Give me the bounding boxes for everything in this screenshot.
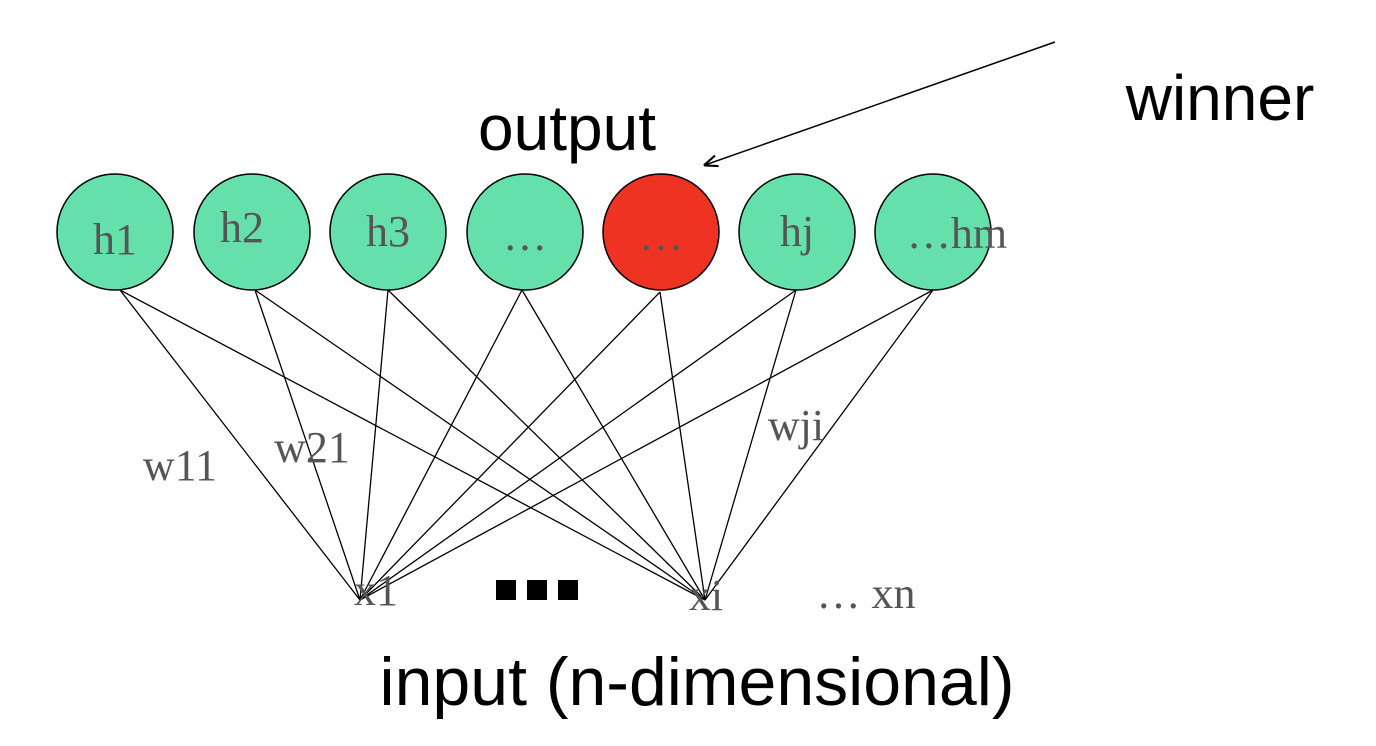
output-nodes: h1 h2 h3 … … hj …hm [56,173,1007,291]
edge-h4-x2 [521,289,706,601]
winner-arrow [705,41,1056,165]
node-circle [56,173,174,291]
output-label: output [478,92,656,164]
node-label: … [503,211,547,260]
input-label-xi: xi [689,571,723,620]
weight-label-wji: wji [768,401,824,450]
node-circle [602,173,720,291]
node-label: …hm [907,209,1007,258]
node-circle [329,173,447,291]
output-node: h2 [193,173,311,291]
output-node: … [466,173,584,291]
edge-h6-x1 [359,289,797,601]
edge-h2-x2 [254,289,706,601]
edge-h4-x1 [359,289,523,601]
input-label: input (n-dimensional) [380,644,1015,720]
output-node: hj [738,173,856,291]
node-label: h1 [93,215,137,264]
edge-h1-x1 [119,289,361,601]
node-circle [466,173,584,291]
connection-edges [119,289,934,601]
edge-h7-x2 [704,289,934,601]
winner-label: winner [1125,62,1315,134]
edge-h5-x2 [659,291,706,601]
node-circle [738,173,856,291]
input-ellipsis [496,580,578,600]
output-node: h1 [56,173,174,291]
output-node: h3 [329,173,447,291]
input-label-x1: x1 [354,566,398,615]
node-circle [874,173,992,291]
output-node-winner: … [602,173,720,291]
node-label: h3 [366,207,410,256]
edge-h6-x2 [704,289,797,601]
edge-h3-x2 [387,289,706,601]
node-label: hj [780,207,814,256]
edge-h2-x1 [254,289,361,601]
node-label: … [639,211,683,260]
weight-label-w11: w11 [143,441,217,490]
node-circle [193,173,311,291]
edge-h5-x1 [359,291,661,601]
input-label-xn: … xn [817,569,916,618]
node-label: h2 [220,203,264,252]
weight-label-w21: w21 [274,423,350,472]
edge-h1-x2 [119,289,706,601]
edge-h3-x1 [359,289,389,601]
edge-h7-x1 [359,289,934,601]
output-node: …hm [874,173,1007,291]
